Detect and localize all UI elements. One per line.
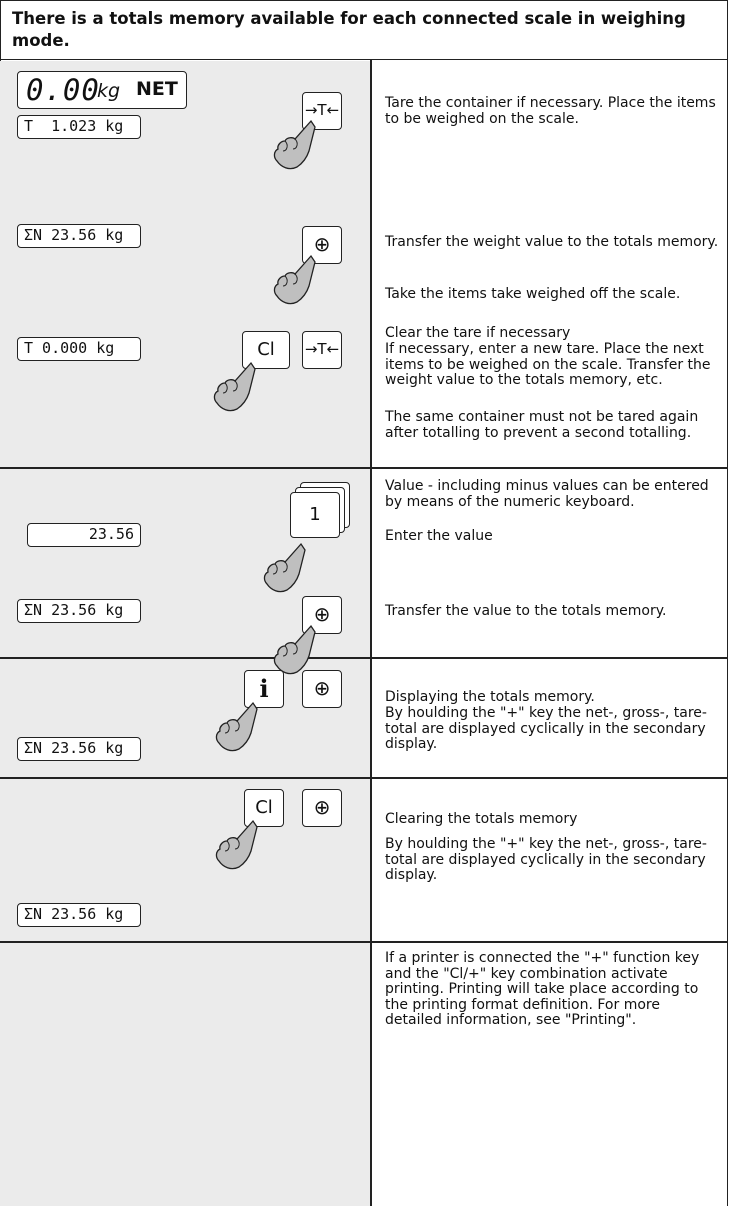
value-entry-info: Value - including minus values can be en… bbox=[385, 478, 709, 510]
printing-info: If a printer is connected the "+" functi… bbox=[385, 950, 700, 1028]
row-divider bbox=[0, 657, 728, 659]
display-totals-description: By houlding the "+" key the net-, gross-… bbox=[385, 705, 707, 752]
tare-key[interactable]: →T← bbox=[302, 331, 342, 369]
transfer-value-instruction: Transfer the value to the totals memory. bbox=[385, 603, 667, 619]
pressing-hand-icon bbox=[263, 542, 306, 593]
pressing-hand-icon bbox=[213, 361, 256, 412]
pressing-hand-icon bbox=[215, 819, 258, 870]
clear-key[interactable]: Cl bbox=[244, 789, 284, 827]
main-weight-unit: kg bbox=[97, 80, 121, 102]
tare-instruction: Tare the container if necessary. Place t… bbox=[385, 95, 716, 127]
clear-totals-title: Clearing the totals memory bbox=[385, 811, 578, 827]
new-tare-instruction: If necessary, enter a new tare. Place th… bbox=[385, 341, 711, 388]
enter-value-instruction: Enter the value bbox=[385, 528, 493, 544]
clear-key[interactable]: Cl bbox=[242, 331, 290, 369]
pressing-hand-icon bbox=[273, 119, 316, 170]
pressing-hand-icon bbox=[273, 254, 316, 305]
display-totals-title: Displaying the totals memory. bbox=[385, 689, 595, 705]
numeric-keys-stack: 1 bbox=[290, 482, 350, 538]
main-weight-mode: NET bbox=[136, 78, 178, 100]
info-key[interactable]: i bbox=[244, 670, 284, 708]
total-display: ΣN 23.56 kg bbox=[17, 599, 141, 623]
transfer-instruction: Transfer the weight value to the totals … bbox=[385, 234, 719, 250]
column-divider bbox=[370, 60, 372, 1206]
numeric-key-1[interactable]: 1 bbox=[290, 492, 340, 538]
plus-key[interactable]: ⊕ bbox=[302, 670, 342, 708]
main-weight-display: 0.00 kg NET bbox=[17, 71, 187, 109]
tare-zero-display: T 0.000 kg bbox=[17, 337, 141, 361]
page-title: There is a totals memory available for e… bbox=[12, 9, 686, 50]
header-box: There is a totals memory available for e… bbox=[0, 0, 728, 60]
row-divider bbox=[0, 941, 728, 943]
row-divider bbox=[0, 777, 728, 779]
left-panel-section5 bbox=[0, 943, 370, 1206]
pressing-hand-icon bbox=[273, 624, 316, 675]
main-weight-value: 0.00 bbox=[26, 73, 100, 107]
plus-key[interactable]: ⊕ bbox=[302, 226, 342, 264]
plus-key[interactable]: ⊕ bbox=[302, 789, 342, 827]
total-display: ΣN 23.56 kg bbox=[17, 224, 141, 248]
total-display: ΣN 23.56 kg bbox=[17, 737, 141, 761]
take-off-instruction: Take the items take weighed off the scal… bbox=[385, 286, 681, 302]
row-divider bbox=[0, 467, 728, 469]
clear-tare-instruction: Clear the tare if necessary bbox=[385, 325, 571, 341]
value-entry-display: 23.56 bbox=[27, 523, 141, 547]
plus-key[interactable]: ⊕ bbox=[302, 596, 342, 634]
total-display: ΣN 23.56 kg bbox=[17, 903, 141, 927]
pressing-hand-icon bbox=[215, 701, 258, 752]
warning-note: The same container must not be tared aga… bbox=[385, 409, 699, 441]
tare-display: T 1.023 kg bbox=[17, 115, 141, 139]
clear-totals-description: By houlding the "+" key the net-, gross-… bbox=[385, 836, 707, 883]
